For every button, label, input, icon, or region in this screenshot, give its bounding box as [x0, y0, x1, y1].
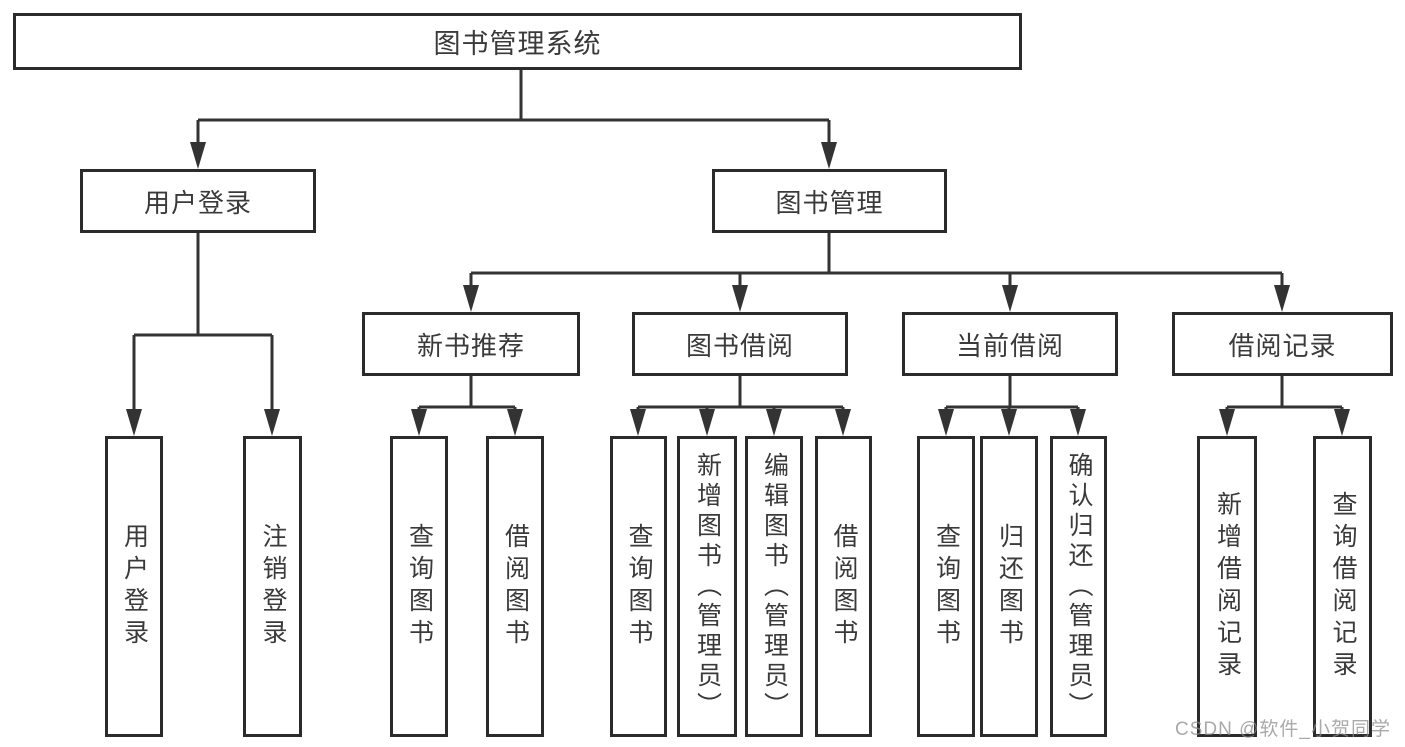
leaf-edit-books-admin: 编辑图书（管理员）	[745, 436, 803, 737]
node-book-borrowing: 图书借阅	[632, 312, 848, 376]
leaf-query-books-recommend: 查询图书	[390, 436, 448, 737]
leaf-borrow-books-borrowing: 借阅图书	[815, 436, 872, 737]
leaf-add-books-admin: 新增图书（管理员）	[677, 436, 737, 737]
node-user-login: 用户登录	[80, 169, 316, 233]
leaf-query-books-borrowing: 查询图书	[610, 436, 667, 737]
leaf-add-borrow-record: 新增借阅记录	[1197, 436, 1257, 737]
leaf-query-books-current: 查询图书	[917, 436, 975, 737]
leaf-query-borrow-record: 查询借阅记录	[1313, 436, 1372, 737]
leaf-logout: 注销登录	[243, 436, 302, 737]
csdn-watermark: CSDN @软件_小贺同学	[1175, 719, 1391, 740]
leaf-confirm-return-admin: 确认归还（管理员）	[1050, 436, 1107, 737]
leaf-borrow-books-recommend: 借阅图书	[486, 436, 544, 737]
arrowheads	[126, 142, 1350, 436]
node-current-borrowing: 当前借阅	[902, 312, 1118, 376]
node-library-management-system: 图书管理系统	[13, 13, 1022, 70]
leaf-user-login: 用户登录	[105, 436, 163, 737]
node-book-management: 图书管理	[712, 169, 947, 233]
leaf-return-books: 归还图书	[980, 436, 1038, 737]
node-borrowing-records: 借阅记录	[1172, 312, 1393, 376]
node-new-book-recommendation: 新书推荐	[362, 312, 580, 376]
